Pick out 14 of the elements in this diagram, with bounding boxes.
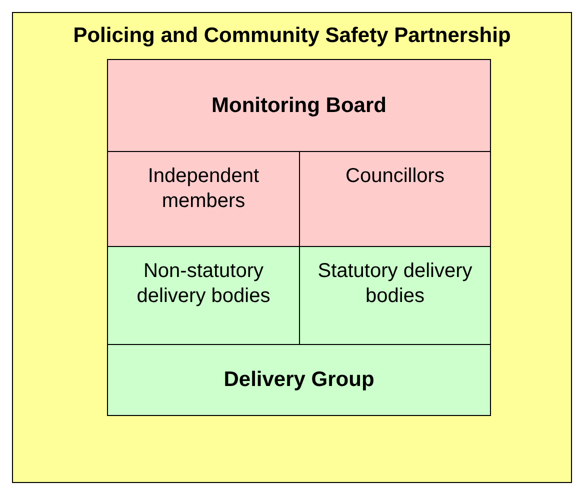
partnership-panel: [12, 12, 572, 483]
group-box: [299, 246, 491, 345]
group-box: [107, 246, 300, 345]
group-box: [299, 151, 491, 247]
group-box: [107, 344, 491, 416]
box-label: Independent members: [146, 164, 260, 214]
box-label: Monitoring Board: [210, 92, 388, 118]
box-label: Non-statutory delivery bodies: [136, 259, 272, 309]
group-box: [107, 59, 491, 152]
box-label: Councillors: [344, 164, 446, 189]
panel-title: Policing and Community Safety Partnership: [72, 23, 512, 49]
group-box: [107, 151, 300, 247]
box-label: Delivery Group: [222, 366, 376, 393]
box-label: Statutory delivery bodies: [316, 259, 474, 309]
